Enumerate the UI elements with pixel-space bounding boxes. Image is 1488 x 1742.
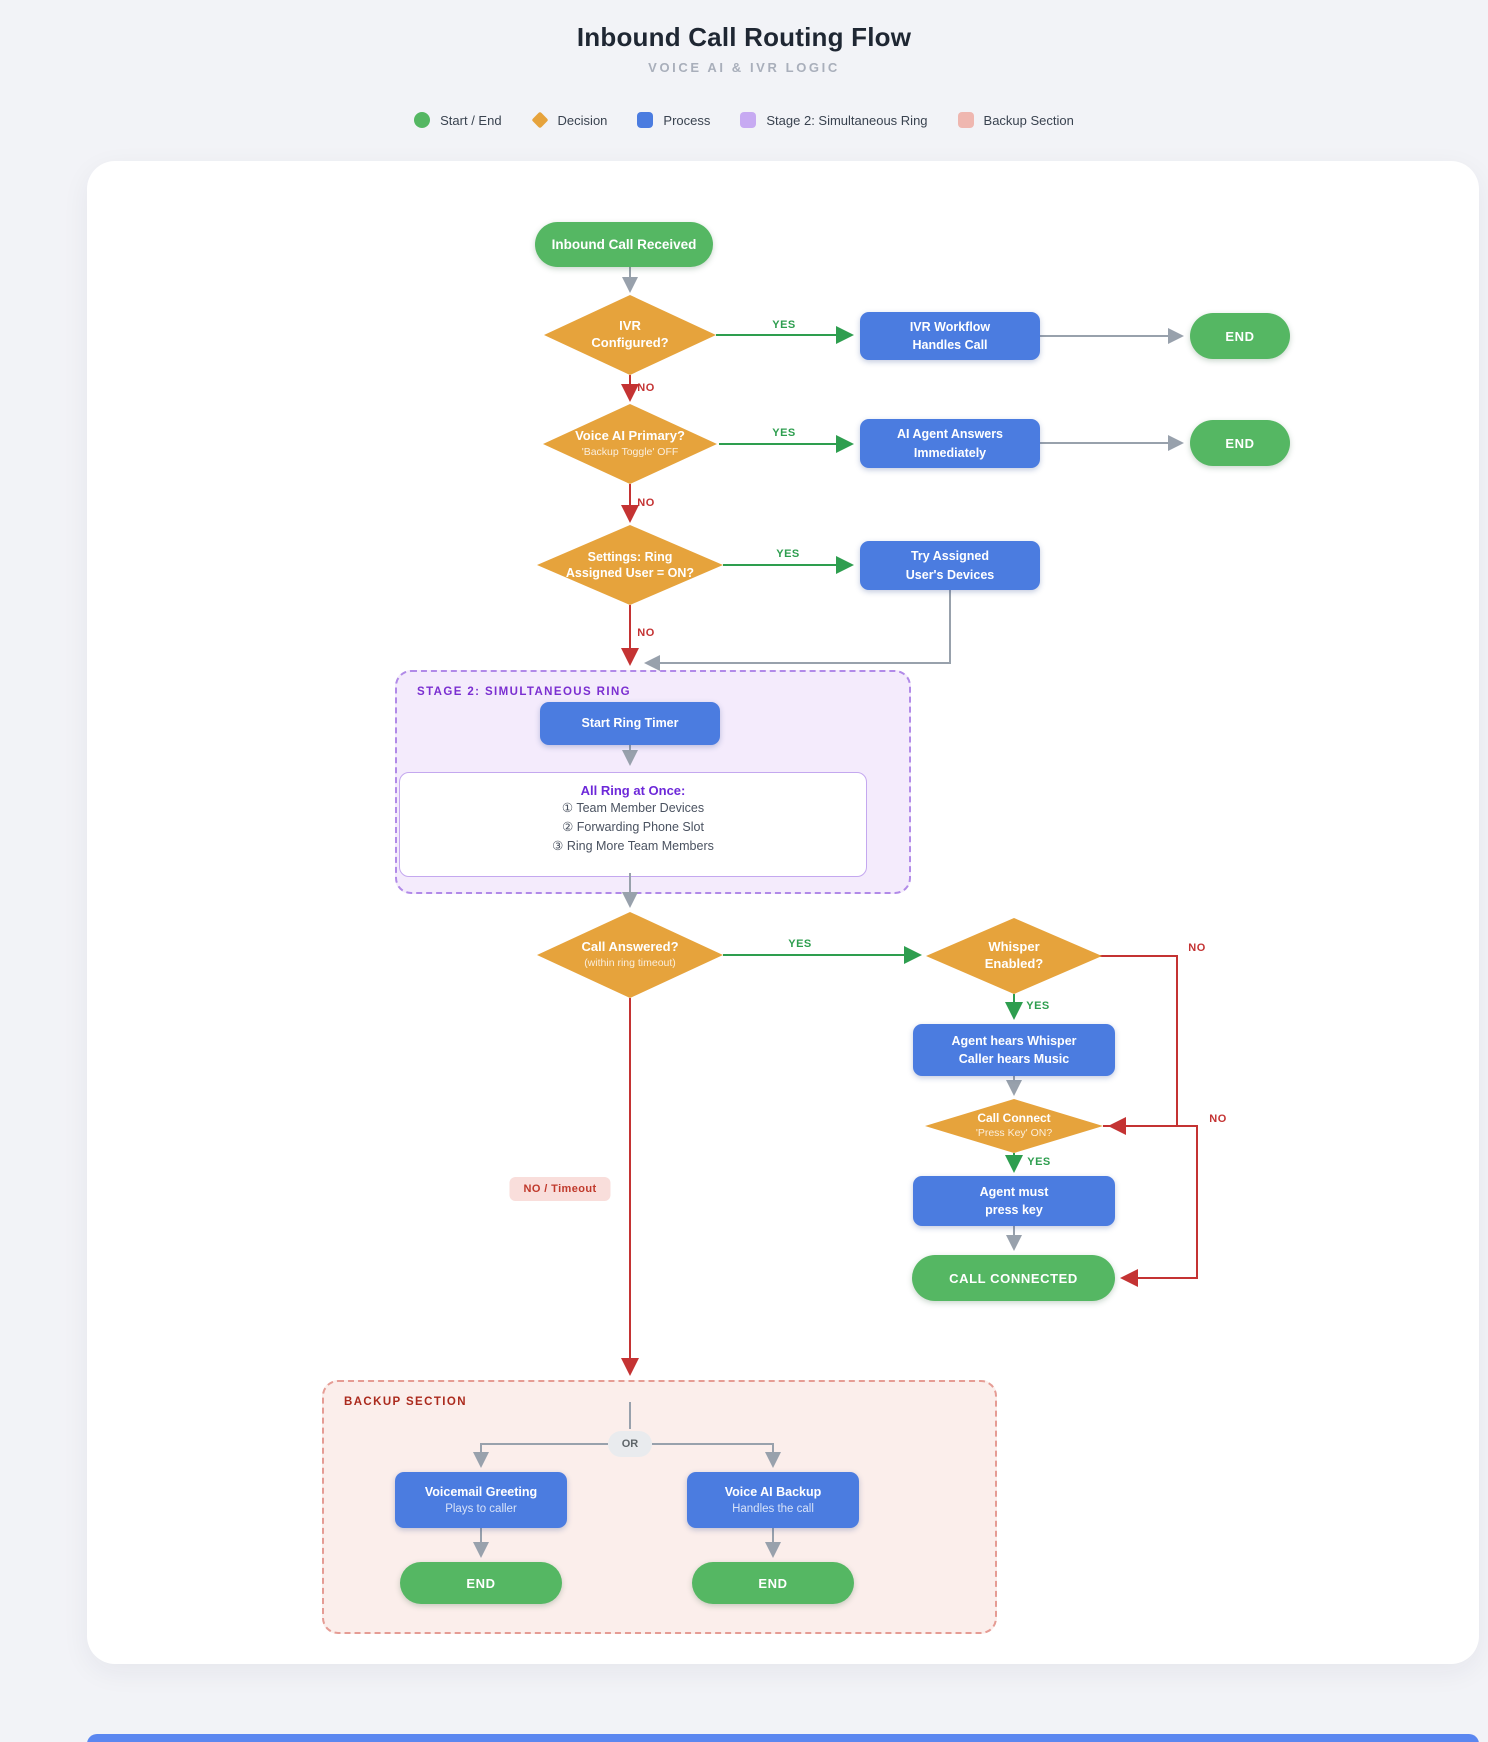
legend-item-start-end: Start / End: [414, 112, 502, 128]
process-label: Agent must: [979, 1184, 1049, 1199]
end-node-label: END: [758, 1575, 788, 1591]
process-label: Voice AI Backup: [724, 1484, 822, 1499]
edge-label-yes: YES: [776, 548, 800, 560]
decision-label: IVR: [619, 318, 641, 334]
end-node-label: END: [1225, 328, 1255, 344]
stage2-swatch-icon: [740, 112, 757, 128]
all-ring-title: All Ring at Once:: [580, 783, 686, 798]
legend-label: Decision: [557, 112, 608, 128]
legend-item-stage2: Stage 2: Simultaneous Ring: [740, 112, 928, 128]
legend-label: Start / End: [440, 112, 502, 128]
decision-label: Whisper: [988, 939, 1040, 955]
edge-label-no-timeout: NO / Timeout: [509, 1177, 611, 1201]
process-agent-must-press-key: Agent must press key: [913, 1176, 1115, 1226]
edge-label-yes: YES: [1026, 1000, 1050, 1012]
page-subtitle: VOICE AI & IVR LOGIC: [648, 60, 840, 75]
or-junction: OR: [608, 1431, 652, 1457]
process-label: Handles Call: [912, 338, 988, 352]
decision-label: Call Connect: [977, 1110, 1051, 1125]
process-voice-ai-backup: Voice AI Backup Handles the call: [687, 1472, 859, 1528]
process-sublabel: Handles the call: [732, 1502, 814, 1515]
legend-label: Backup Section: [983, 112, 1074, 128]
decision-sublabel: (within ring timeout): [584, 957, 676, 970]
process-start-ring-timer: Start Ring Timer: [540, 702, 720, 745]
backup-section-title: BACKUP SECTION: [344, 1396, 467, 1408]
decision-label: Settings: Ring: [587, 549, 673, 564]
decision-label: Enabled?: [984, 956, 1044, 971]
legend: Start / End Decision Process Stage 2: Si…: [0, 111, 1488, 129]
next-section-peek: [87, 1734, 1479, 1742]
process-label: press key: [985, 1203, 1043, 1217]
edge-label-yes: YES: [772, 319, 796, 331]
edge-label-no: NO: [637, 497, 655, 509]
process-label: IVR Workflow: [909, 319, 991, 334]
end-node-label: END: [1225, 435, 1255, 451]
end-node-ivr: END: [1190, 313, 1290, 359]
edge-label-no: NO: [1188, 942, 1206, 954]
start-node-label: Inbound Call Received: [551, 237, 697, 252]
process-voicemail-greeting: Voicemail Greeting Plays to caller: [395, 1472, 567, 1528]
end-node-label: END: [466, 1575, 496, 1591]
process-label: AI Agent Answers: [896, 427, 1004, 442]
edge-label-no: NO: [637, 627, 655, 639]
decision-label: Call Answered?: [581, 939, 679, 955]
legend-item-backup: Backup Section: [957, 112, 1074, 128]
start-end-swatch-icon: [414, 112, 431, 128]
process-sublabel: Plays to caller: [445, 1502, 517, 1515]
all-ring-item: ② Forwarding Phone Slot: [562, 820, 704, 834]
process-label: Voicemail Greeting: [424, 1484, 538, 1499]
process-label: Start Ring Timer: [581, 716, 679, 731]
legend-item-process: Process: [637, 112, 710, 128]
decision-label: Voice AI Primary?: [575, 428, 685, 444]
end-node-ai: END: [1190, 420, 1290, 466]
all-ring-item: ① Team Member Devices: [561, 801, 705, 815]
end-node-voicemail: END: [400, 1562, 562, 1604]
all-ring-item: ③ Ring More Team Members: [552, 839, 714, 853]
decision-sublabel: 'Backup Toggle' OFF: [581, 446, 679, 459]
edge-label-yes: YES: [772, 427, 796, 439]
process-label: User's Devices: [905, 567, 995, 582]
edge-label-yes: YES: [1027, 1156, 1051, 1168]
process-label: Agent hears Whisper: [951, 1033, 1077, 1048]
edge-label-yes: YES: [788, 938, 812, 950]
page-title: Inbound Call Routing Flow: [576, 22, 912, 52]
legend-label: Process: [663, 112, 711, 128]
edge-label-no: NO: [637, 382, 655, 394]
end-node-call-connected: CALL CONNECTED: [912, 1255, 1115, 1301]
decision-sublabel: 'Press Key' ON?: [975, 1127, 1053, 1140]
start-node: Inbound Call Received: [535, 222, 713, 267]
process-try-assigned-devices: Try Assigned User's Devices: [860, 541, 1040, 590]
process-swatch-icon: [637, 112, 654, 128]
end-node-backup: END: [692, 1562, 854, 1604]
process-label: Caller hears Music: [958, 1052, 1070, 1066]
process-ai-agent-answers: AI Agent Answers Immediately: [860, 419, 1040, 468]
decision-label: Configured?: [591, 335, 669, 350]
decision-label: Assigned User = ON?: [565, 566, 695, 580]
process-label: Immediately: [913, 445, 987, 460]
or-junction-label: OR: [621, 1438, 639, 1450]
backup-swatch-icon: [957, 112, 974, 128]
end-node-label: CALL CONNECTED: [949, 1270, 1078, 1286]
stage2-section-title: STAGE 2: SIMULTANEOUS RING: [417, 686, 632, 698]
all-ring-at-once-box: All Ring at Once: ① Team Member Devices …: [399, 772, 867, 877]
legend-item-decision: Decision: [531, 111, 608, 129]
process-agent-hears-whisper: Agent hears Whisper Caller hears Music: [913, 1024, 1115, 1076]
process-label: Try Assigned: [910, 549, 990, 564]
process-ivr-workflow: IVR Workflow Handles Call: [860, 312, 1040, 360]
legend-label: Stage 2: Simultaneous Ring: [766, 112, 928, 128]
edge-label-no: NO: [1209, 1113, 1227, 1125]
